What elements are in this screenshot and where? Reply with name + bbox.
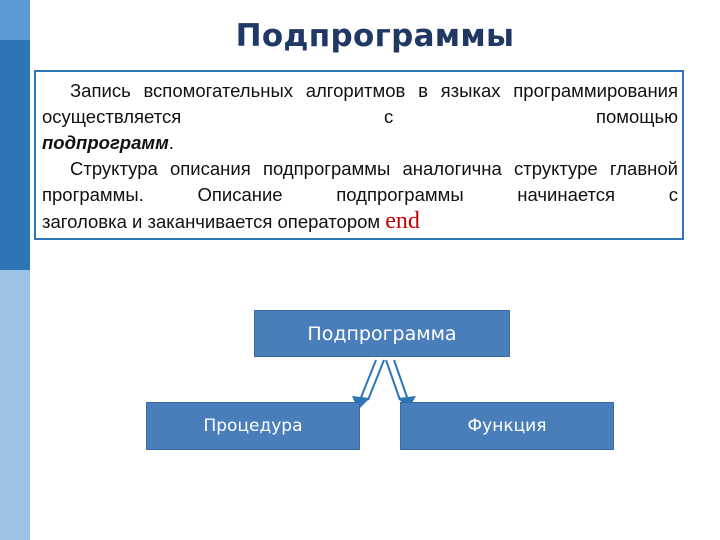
paragraph-1: Запись вспомогательных алгоритмов в язык… bbox=[42, 78, 678, 130]
side-bar-segment-top bbox=[0, 0, 30, 40]
end-keyword: end bbox=[385, 208, 420, 234]
slide-title: Подпрограммы bbox=[235, 18, 515, 54]
paragraph-2-line-1: Структура описания подпрограммы аналогич… bbox=[70, 158, 598, 179]
paragraph-1-line-2: программирования осуществляется с помощь… bbox=[42, 80, 679, 127]
paragraph-2: Структура описания подпрограммы аналогич… bbox=[42, 156, 678, 208]
node-function: Функция bbox=[400, 402, 614, 450]
side-bar-segment-bottom bbox=[0, 270, 30, 540]
paragraph-2-line-2: главной программы. Описание подпрограммы… bbox=[42, 158, 678, 205]
side-bar-segment-middle bbox=[0, 40, 30, 270]
paragraph-2-line-3: заголовка и заканчивается оператором bbox=[42, 211, 381, 232]
paragraph-1-end: подпрограмм. bbox=[42, 130, 678, 156]
node-subprogram: Подпрограмма bbox=[254, 310, 510, 357]
paragraph-1-line-1: Запись вспомогательных алгоритмов в язык… bbox=[70, 80, 501, 101]
subprograms-emphasis: подпрограмм bbox=[42, 132, 169, 153]
definition-text-box: Запись вспомогательных алгоритмов в язык… bbox=[34, 70, 684, 240]
paragraph-1-suffix: . bbox=[168, 132, 174, 153]
decorative-side-bar bbox=[0, 0, 30, 540]
node-procedure: Процедура bbox=[146, 402, 360, 450]
paragraph-2-end: заголовка и заканчивается оператором end bbox=[42, 208, 678, 235]
